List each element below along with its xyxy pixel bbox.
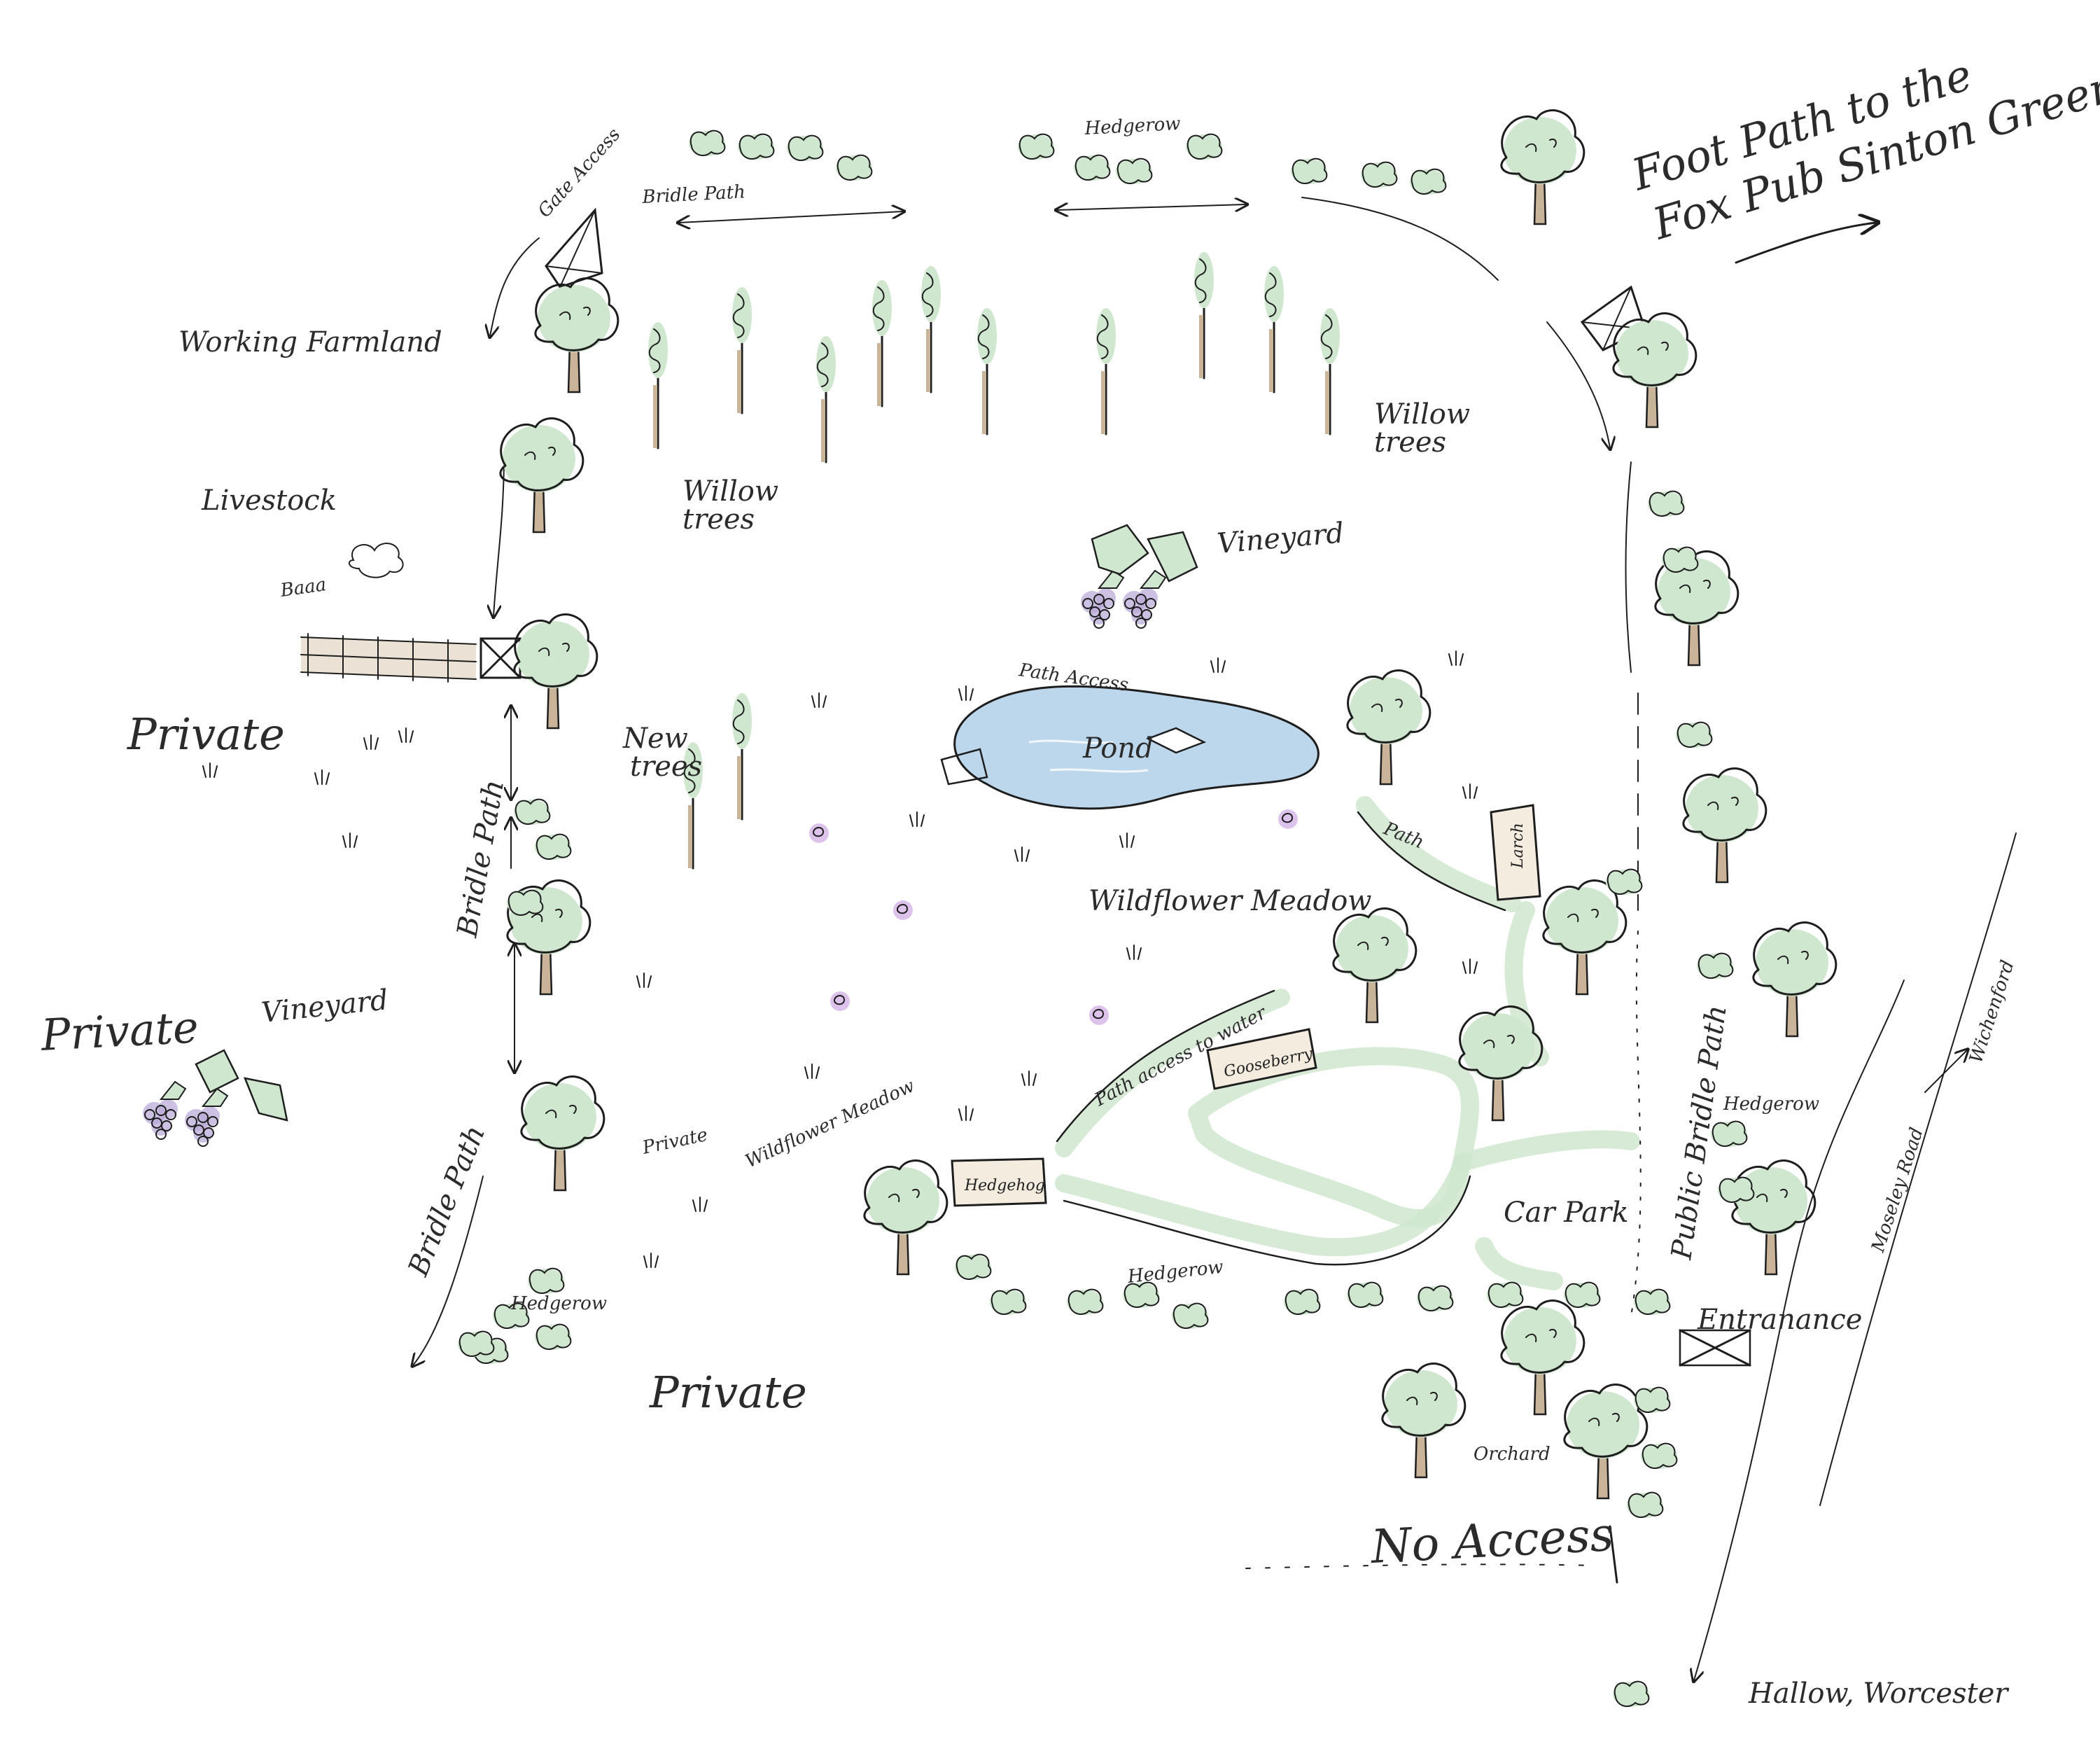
label-bridle-path-top: Bridle Path <box>641 181 746 208</box>
label-hedgerow-lower-left: Hedgerow <box>510 1293 607 1314</box>
label-pond: Pond <box>1082 732 1154 765</box>
label-willow-right-2: trees <box>1374 426 1446 459</box>
label-baaa: Baaa <box>279 574 328 601</box>
gate-access-kite <box>545 207 603 288</box>
orchard-trees <box>1381 1299 1678 1519</box>
no-access-post <box>1609 1525 1618 1584</box>
label-hedgerow-top: Hedgerow <box>1084 113 1181 139</box>
vineyard-grapes-left <box>142 1081 186 1140</box>
label-moseley-road: Moseley Road <box>1868 1125 1928 1255</box>
hedgehog-sign: Hedgehog <box>951 1157 1047 1207</box>
label-hedgerow-bottom: Hedgerow <box>1126 1257 1224 1288</box>
label-private-left: Private <box>127 709 285 760</box>
label-entrance: Entranance <box>1697 1304 1862 1336</box>
perimeter-paths <box>413 197 2017 1680</box>
top-hedgerow <box>688 130 1447 195</box>
label-private-small: Private <box>640 1124 709 1159</box>
label-wildflower-meadow-center: Wildflower Meadow <box>1088 885 1372 917</box>
label-vineyard-left: Vineyard <box>260 984 389 1029</box>
pond <box>940 685 1320 810</box>
label-livestock: Livestock <box>201 485 337 517</box>
vineyard-grapes-center-2 <box>1122 570 1166 629</box>
vineyard-leaves-center <box>1091 524 1198 583</box>
svg-text:Hedgehog: Hedgehog <box>964 1177 1045 1194</box>
label-bridle-path-lower: Bridle Path <box>402 1121 491 1281</box>
label-hedgerow-right: Hedgerow <box>1723 1094 1819 1115</box>
willow-trees <box>648 252 1340 462</box>
larch-sign: Larch <box>1490 804 1541 901</box>
label-new-trees-2: trees <box>630 751 702 783</box>
label-willow-right: Willow <box>1374 398 1470 431</box>
vineyard-grapes-left-2 <box>184 1088 228 1147</box>
label-willow-left: Willow <box>682 475 778 508</box>
vineyard-leaves-left <box>195 1049 288 1122</box>
label-hallow-worcester: Hallow, Worcester <box>1748 1678 2010 1710</box>
label-private-bottom: Private <box>649 1367 807 1418</box>
label-no-access: No Access <box>1368 1507 1615 1574</box>
label-car-park: Car Park <box>1504 1197 1629 1229</box>
label-vineyard-center: Vineyard <box>1216 517 1345 560</box>
label-new-trees: New <box>622 723 688 755</box>
wildflowers <box>808 809 1298 1026</box>
entrance-gate <box>1679 1329 1751 1367</box>
label-gate-access: Gate Access <box>534 124 625 221</box>
livestock-fence <box>300 633 477 683</box>
label-bridle-path-left: Bridle Path <box>451 777 510 940</box>
vineyard-grapes-center <box>1080 570 1124 629</box>
label-private-lower-left: Private <box>39 1001 200 1061</box>
label-orchard: Orchard <box>1474 1444 1550 1465</box>
label-working-farmland: Working Farmland <box>178 326 442 358</box>
label-willow-left-2: trees <box>682 503 755 536</box>
label-wildflower-meadow-lower: Wildflower Meadow <box>742 1075 918 1172</box>
sheep <box>348 543 404 578</box>
svg-text:Larch: Larch <box>1509 823 1527 869</box>
